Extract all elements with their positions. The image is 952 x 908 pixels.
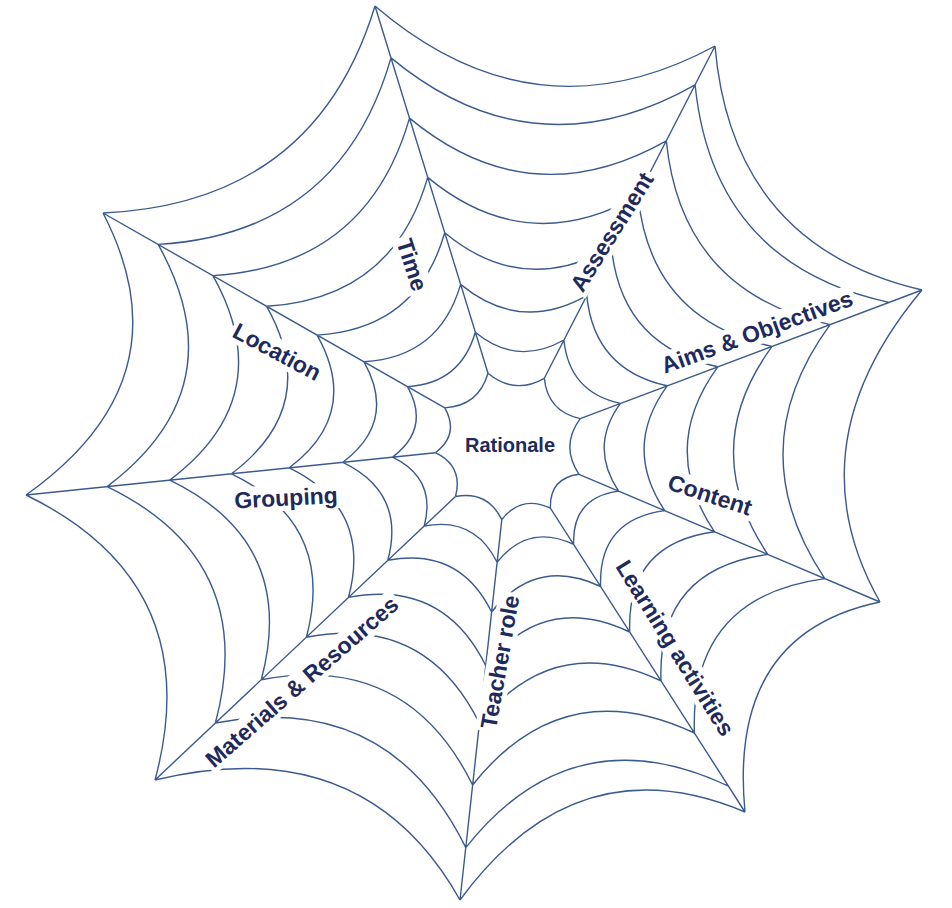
spoke-label: Assessment xyxy=(563,165,660,299)
spoke-label: Aims & Objectives xyxy=(655,284,859,380)
spoke-label: Materials & Resources xyxy=(198,589,406,775)
spoke-label: Teacher role xyxy=(475,590,526,734)
hub-label: Rationale xyxy=(465,434,555,457)
hub-node: Rationale xyxy=(430,365,590,525)
web-threads xyxy=(26,6,922,900)
spoke-label: Grouping xyxy=(231,482,342,514)
spoke-label: Learning activities xyxy=(609,553,742,743)
spoke-label: Content xyxy=(662,468,758,522)
spoke-label: Time xyxy=(390,233,433,298)
